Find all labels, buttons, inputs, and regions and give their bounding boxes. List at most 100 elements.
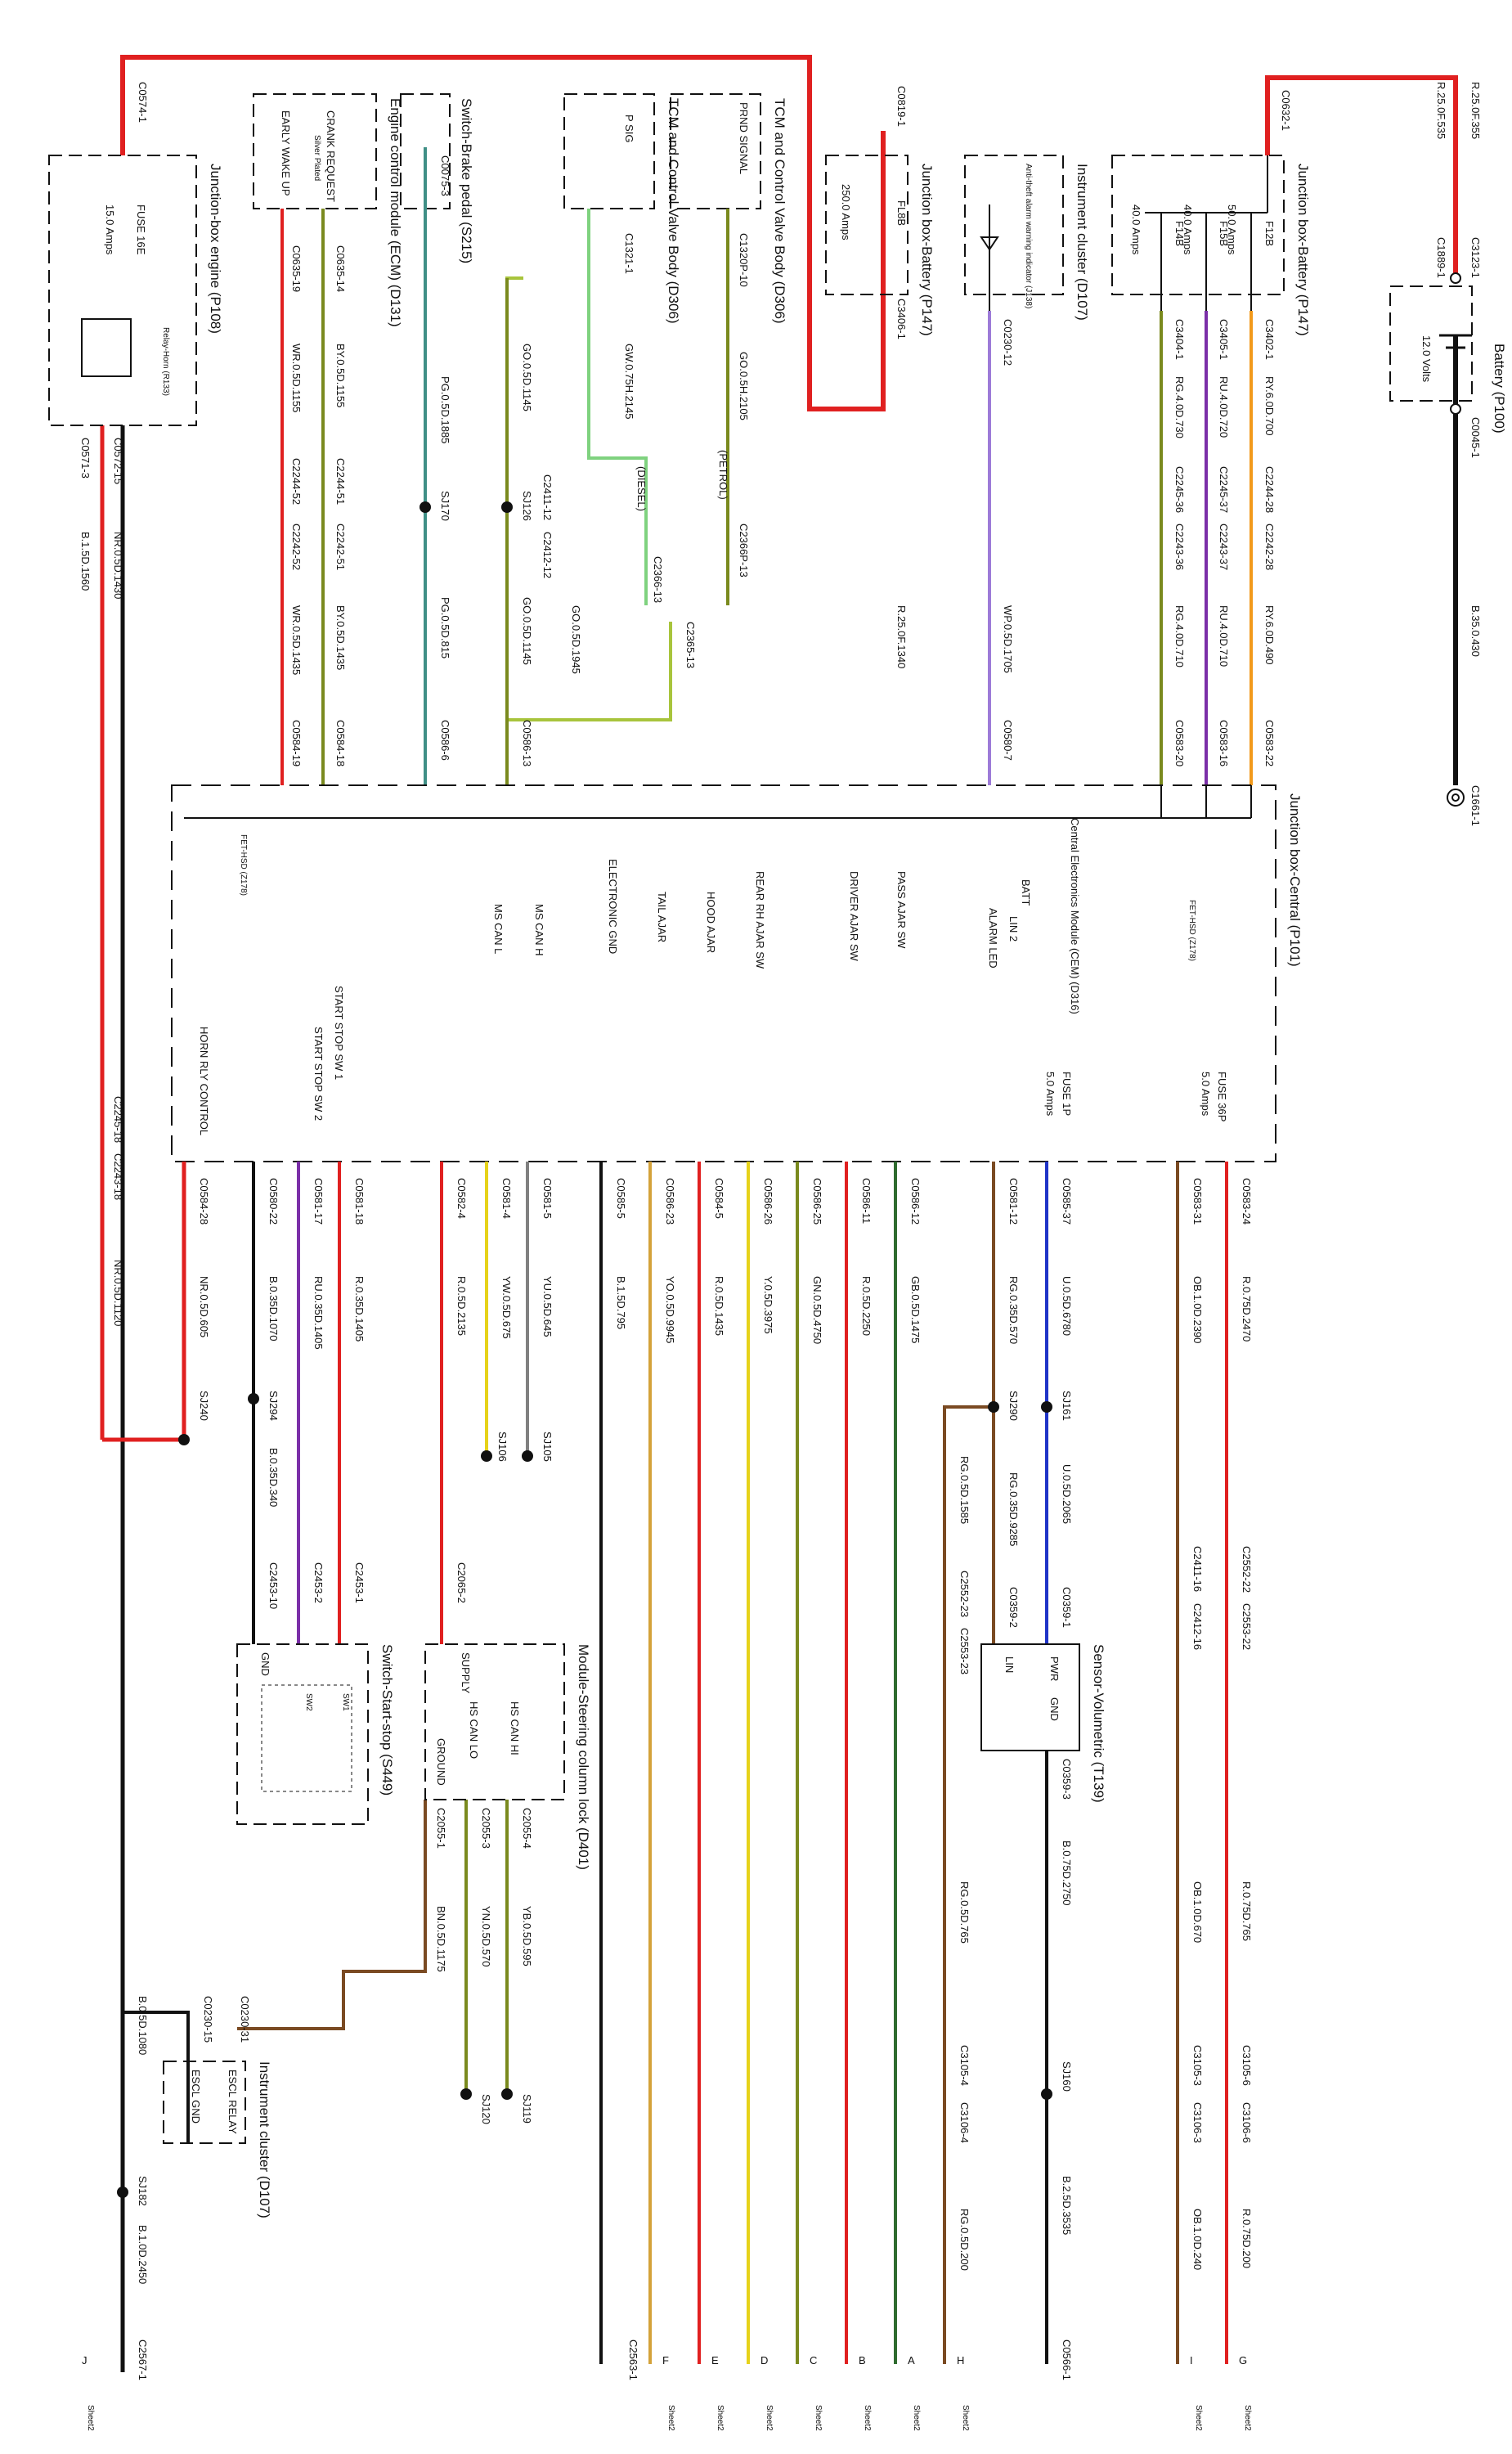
wire-w50: OB.1.0D.670 (1191, 1881, 1204, 1943)
sheet-ref-b: B (859, 2354, 866, 2366)
tcm2-label: TCM and Control Valve Body (D306) (666, 98, 681, 324)
splice-sj119: SJ119 (521, 2094, 533, 2124)
splice-sj105: SJ105 (541, 1432, 554, 1462)
sheet-ref-e: E (711, 2354, 719, 2366)
sheet-refs: J F E D C B A H I G Sheet2 Sheet2 Sheet2… (82, 2354, 1252, 2431)
wire-w40: RG.0.35D.570 (1007, 1276, 1020, 1344)
connector-c0580-22: C0580-22 (267, 1178, 280, 1225)
connector-c3105-3: C3105-3 (1191, 2045, 1204, 2086)
sheet-label-g: Sheet2 (1243, 2405, 1252, 2431)
connector-c2552-23: C2552-23 (958, 1571, 971, 1617)
cem-pin-pass: PASS AJAR SW (895, 871, 908, 949)
connector-c2055-4: C2055-4 (521, 1808, 533, 1849)
wire-w39: GB.0.5D.1475 (909, 1276, 922, 1343)
sensor-pin-pwr: PWR (1048, 1656, 1061, 1681)
wire-w33: B.1.5D.795 (615, 1276, 627, 1329)
wire-w13: RU.4.0D.720 (1218, 376, 1230, 438)
splice-dot-sj119 (501, 2088, 513, 2100)
wire-steer-ground (237, 1800, 427, 2030)
cem-pin-mscanh: MS CAN H (533, 904, 545, 956)
sensor-label: Sensor-Volumetric (T139) (1091, 1644, 1106, 1803)
connector-c0581-12: C0581-12 (1007, 1178, 1020, 1225)
connector-c0230-15: C0230-15 (202, 1996, 214, 2043)
lower-harness (117, 1162, 1228, 2372)
connector-c3402: C3402-1 (1263, 319, 1276, 360)
connector-c0580-7: C0580-7 (1002, 720, 1014, 761)
sheet-ref-g: G (1239, 2354, 1247, 2366)
wire-w12: RG.4.0D.730 (1173, 376, 1186, 438)
connector-c2453-10: C2453-10 (267, 1562, 280, 1609)
jb-battery-label: Junction box-Battery (P147) (1295, 164, 1311, 336)
wire-w45: RG.0.5D.1585 (958, 1456, 971, 1524)
connector-c2563: C2563-1 (627, 2339, 639, 2380)
sheet-label-e: Sheet2 (716, 2405, 725, 2431)
connector-c0571: C0571-3 (79, 438, 92, 479)
cem-pin-driver: DRIVER AJAR SW (848, 871, 860, 962)
switch-start-label: Switch-Start-stop (S449) (379, 1644, 395, 1796)
ecm-note: Silver Plated (312, 135, 321, 181)
wire-w4: NR.0.5D.1430 (112, 532, 124, 599)
fuse-f14b-id: F14B (1173, 221, 1186, 246)
wire-ic2-gnd (121, 2011, 190, 2372)
ic-led-label: Anti-theft alarm warning indicator (J138… (1024, 164, 1033, 308)
connector-c1321: C1321-1 (623, 233, 635, 274)
wire-w1: R.25.0F.355 (1469, 82, 1482, 139)
cem-pin-gnd: ELECTRONIC GND (607, 859, 619, 954)
wire-w2: R.25.0F.535 (1435, 82, 1447, 139)
splice-dot-sj106 (481, 1450, 492, 1462)
splice-sj120: SJ120 (480, 2094, 492, 2124)
wire-w55: B.0.5D.1080 (137, 1996, 149, 2055)
jb-battery2-fuse: FL8B (895, 200, 908, 226)
connector-c0045: C0045-1 (1469, 417, 1482, 458)
wire-w24: RY.6.0D.490 (1263, 605, 1276, 665)
switch-pin-sw2: SW2 (304, 1693, 313, 1711)
instrument-cluster-top: Instrument cluster (D107) Anti-theft ala… (964, 155, 1090, 785)
connector-c2366p: C2366P-13 (738, 524, 750, 578)
ic2-pin-gnd: ESCL GND (190, 2070, 202, 2124)
fuse-f15b-id: F15B (1218, 221, 1230, 246)
connector-c3405: C3405-1 (1218, 319, 1230, 360)
ecm-pin-crank: CRANK REQUEST (325, 110, 337, 202)
wire-w5: B.1.5D.1560 (79, 532, 92, 591)
wire-w8: PG.0.5D.1885 (439, 376, 451, 443)
connector-c2453-1: C2453-1 (353, 1562, 366, 1603)
jb-central-label: Junction box-Central (P101) (1287, 793, 1303, 967)
wire-w43: R.0.75D.2470 (1241, 1276, 1253, 1342)
connector-c2553-23: C2553-23 (958, 1628, 971, 1674)
connector-c2567: C2567-1 (137, 2339, 149, 2380)
connector-c0359-1: C0359-1 (1061, 1587, 1073, 1628)
splice-sj106: SJ106 (496, 1432, 509, 1462)
sheet-label-h: Sheet2 (961, 2405, 970, 2431)
connector-c2412-12: C2412-12 (541, 532, 554, 578)
connector-c0586-6: C0586-6 (439, 720, 451, 761)
tcm2-pin: P SIG (623, 115, 635, 142)
steering-pin-hshi: HS CAN HI (509, 1701, 521, 1755)
wire-w48: RG.0.5D.765 (958, 1881, 971, 1944)
wire-w58: B.2.5D.3535 (1061, 2176, 1073, 2235)
wire-w38: R.0.5D.2250 (860, 1276, 873, 1336)
connector-c3123: C3123-1 (1469, 237, 1482, 278)
jb-engine-label: Junction-box engine (P108) (208, 164, 223, 334)
wire-w3: B.35.0.430 (1469, 605, 1482, 657)
cem-pin-alarm: ALARM LED (987, 908, 999, 969)
wire-w10: GW.0.75H.2145 (623, 344, 635, 420)
connector-c0583-20: C0583-20 (1173, 720, 1186, 766)
brake-label: Switch-Brake pedal (S215) (459, 98, 474, 263)
connector-c2245-37: C2245-37 (1218, 466, 1230, 513)
connector-c2242-52: C2242-52 (290, 524, 303, 570)
wire-w23: RU.4.0D.710 (1218, 605, 1230, 667)
wire-w32: YU.0.5D.645 (541, 1276, 554, 1337)
connector-c0583-24: C0583-24 (1241, 1178, 1253, 1225)
connector-c3105-6: C3105-6 (1241, 2045, 1253, 2086)
splice-dot-sj161 (1041, 1401, 1052, 1413)
fuse-f12b-amps: 50.0 Amps (1226, 204, 1238, 255)
fuse-f12b-id: F12B (1263, 221, 1276, 246)
connector-c0819: C0819-1 (895, 86, 908, 127)
splice-dot-sj290 (988, 1401, 999, 1413)
connector-c0582-4: C0582-4 (455, 1178, 468, 1219)
left-modules: GO.0.5D.1145 SJ126 GO.0.5D.1145 C0586-13… (48, 82, 533, 785)
battery-p100: Battery (P100) 12.0 Volts C3123-1 C1889-… (1389, 82, 1507, 826)
splice-dot-sj160 (1041, 2088, 1052, 2100)
wire-w21: WP.0.5D.1705 (1002, 605, 1014, 673)
wire-w57: RG.0.5D.200 (958, 2209, 971, 2271)
